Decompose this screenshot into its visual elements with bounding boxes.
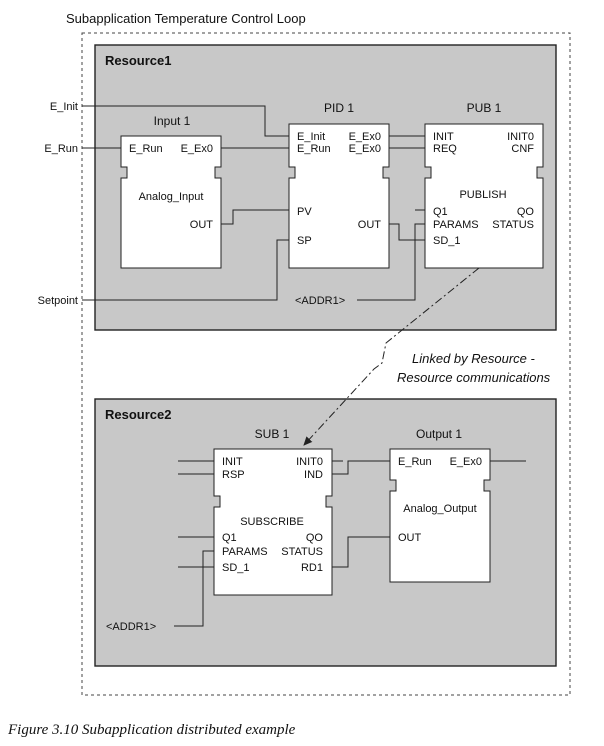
output1-type-label: Analog_Output: [403, 503, 476, 515]
pub1-name: PUB 1: [467, 101, 502, 115]
output1-e-ex0-port: E_Ex0: [450, 456, 482, 468]
subapplication-boundary: [81, 32, 571, 696]
annotation-line-1: Linked by Resource -: [412, 351, 536, 366]
pid1-block: [288, 123, 390, 269]
resource-link-arrow: [303, 267, 480, 446]
pub1-init-port: INIT: [433, 131, 454, 143]
sub1-ind-port: IND: [304, 469, 323, 481]
pid1-sp-port: SP: [297, 235, 312, 247]
figure-caption: Figure 3.10 Subapplication distributed e…: [7, 722, 296, 738]
output1-name: Output 1: [416, 427, 462, 441]
sub1-params-port: PARAMS: [222, 546, 268, 558]
pub1-block: [424, 123, 544, 269]
pid1-e-run-port: E_Run: [297, 143, 331, 155]
sub1-name: SUB 1: [255, 427, 290, 441]
annotation-line-2: Resource communications: [397, 370, 551, 385]
pub1-req-port: REQ: [433, 143, 457, 155]
pub1-qo-port: QO: [517, 206, 535, 218]
output1-out-port: OUT: [398, 532, 422, 544]
sub1-status-port: STATUS: [281, 546, 323, 558]
e-init-input-label: E_Init: [50, 101, 78, 113]
resource1-connections: [82, 105, 425, 301]
pid1-e-ex0-port-2: E_Ex0: [349, 143, 381, 155]
input1-e-run-port: E_Run: [129, 143, 163, 155]
sub1-rsp-port: RSP: [222, 469, 245, 481]
input1-block: [120, 135, 222, 269]
sub1-rd1-port: RD1: [301, 562, 323, 574]
pub1-params-port: PARAMS: [433, 219, 479, 231]
input1-type-label: Analog_Input: [139, 191, 204, 203]
pid1-out-port: OUT: [358, 219, 382, 231]
setpoint-input-label: Setpoint: [38, 295, 78, 307]
resource2-label: Resource2: [105, 407, 171, 422]
pub1-q1-port: Q1: [433, 206, 448, 218]
output1-block: [389, 448, 491, 583]
pid1-e-init-port: E_Init: [297, 131, 325, 143]
sub1-block: [213, 448, 333, 596]
input1-out-port: OUT: [190, 219, 214, 231]
pid1-pv-port: PV: [297, 206, 312, 218]
e-run-input-label: E_Run: [44, 143, 78, 155]
sub1-init0-port: INIT0: [296, 456, 323, 468]
sub1-q1-port: Q1: [222, 532, 237, 544]
input1-name: Input 1: [154, 114, 191, 128]
pub1-init0-port: INIT0: [507, 131, 534, 143]
pub1-sd1-port: SD_1: [433, 235, 461, 247]
sub1-type-label: SUBSCRIBE: [240, 516, 304, 528]
pub1-cnf-port: CNF: [511, 143, 534, 155]
resource2-addr-label: <ADDR1>: [106, 621, 156, 633]
resource2-connections: [174, 460, 526, 627]
pub1-status-port: STATUS: [492, 219, 534, 231]
pid1-e-ex0-port-1: E_Ex0: [349, 131, 381, 143]
resource1-label: Resource1: [105, 53, 171, 68]
input1-e-ex0-port: E_Ex0: [181, 143, 213, 155]
diagram-title: Subapplication Temperature Control Loop: [66, 11, 306, 26]
resource1-addr-label: <ADDR1>: [295, 295, 345, 307]
sub1-sd1-port: SD_1: [222, 562, 250, 574]
sub1-qo-port: QO: [306, 532, 324, 544]
pub1-type-label: PUBLISH: [459, 189, 506, 201]
sub1-init-port: INIT: [222, 456, 243, 468]
output1-e-run-port: E_Run: [398, 456, 432, 468]
pid1-name: PID 1: [324, 101, 354, 115]
